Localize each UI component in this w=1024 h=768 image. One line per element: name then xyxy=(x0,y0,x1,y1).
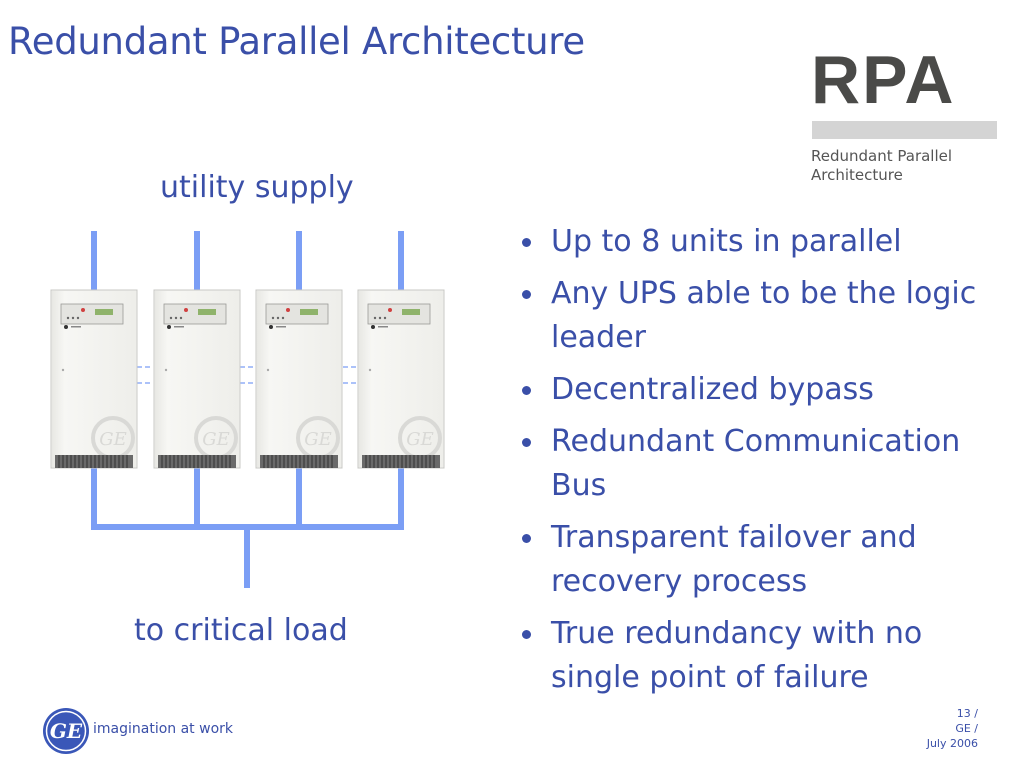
page-number: 13 / xyxy=(956,707,978,720)
ups-unit-4 xyxy=(356,288,446,470)
date-label: July 2006 xyxy=(926,737,978,750)
bullet-item: True redundancy with no single point of … xyxy=(520,612,1000,700)
bullet-item: Redundant Communication Bus xyxy=(520,420,1000,508)
rpa-logo-caption: Redundant Parallel Architecture xyxy=(811,147,952,185)
rpa-logo-bar xyxy=(812,121,997,139)
supply-lines xyxy=(91,231,404,292)
communication-bus xyxy=(137,366,358,384)
svg-text:GE: GE xyxy=(50,719,83,743)
org-label: GE / xyxy=(955,722,978,735)
output-lines xyxy=(91,468,404,588)
rpa-logo: RPA Redundant Parallel Architecture xyxy=(811,46,1001,192)
ge-logo-icon: GE xyxy=(43,708,89,754)
tagline: imagination at work xyxy=(93,721,233,737)
bullet-item: Any UPS able to be the logic leader xyxy=(520,272,1000,360)
ups-unit-2 xyxy=(152,288,242,470)
bullet-item: Transparent failover and recovery proces… xyxy=(520,516,1000,604)
critical-load-label: to critical load xyxy=(134,613,348,648)
bullet-item: Up to 8 units in parallel xyxy=(520,220,1000,264)
rpa-caption-line2: Architecture xyxy=(811,166,903,184)
page-info: 13 / GE / July 2006 xyxy=(927,706,978,751)
rpa-caption-line1: Redundant Parallel xyxy=(811,147,953,165)
ups-unit-3 xyxy=(254,288,344,470)
ups-unit-1 xyxy=(49,288,139,470)
utility-supply-label: utility supply xyxy=(160,170,354,205)
bullet-item: Decentralized bypass xyxy=(520,368,1000,412)
bullet-list: Up to 8 units in parallel Any UPS able t… xyxy=(520,220,1000,708)
slide-title: Redundant Parallel Architecture xyxy=(8,20,585,63)
rpa-logo-letters: RPA xyxy=(811,42,956,118)
